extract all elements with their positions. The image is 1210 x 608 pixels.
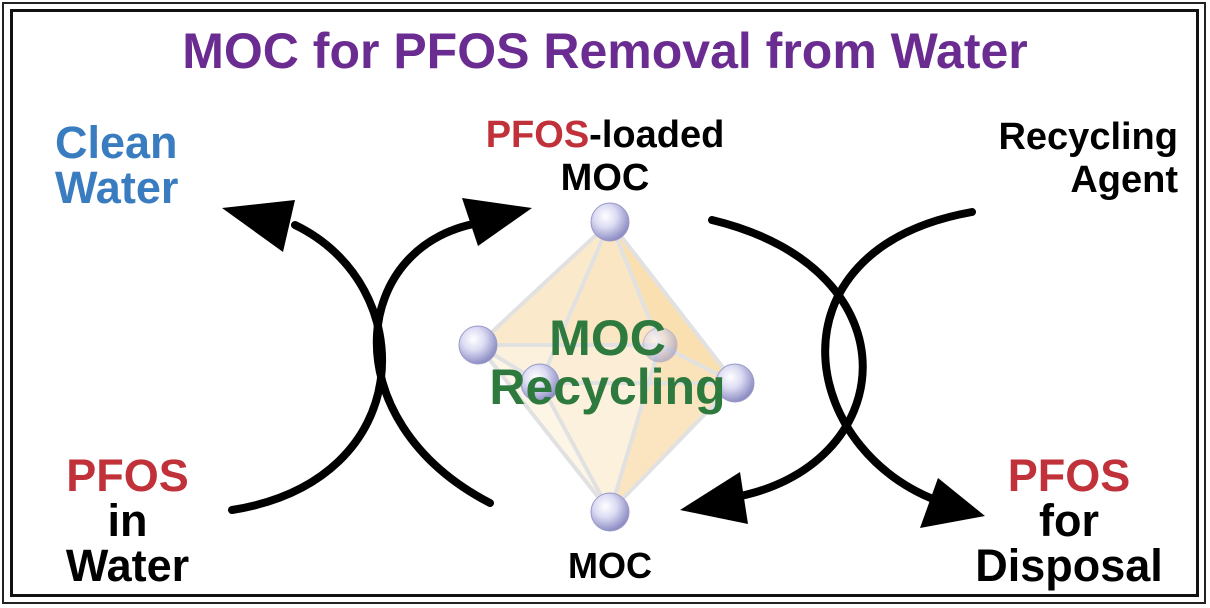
pfos-loaded-pfos: PFOS bbox=[485, 114, 590, 156]
metal-node-sphere bbox=[520, 363, 560, 403]
metal-node-sphere bbox=[590, 202, 630, 242]
pfos-loaded-moc-label: PFOS-loaded MOC bbox=[455, 114, 755, 199]
title-text: MOC for PFOS Removal from Water bbox=[182, 23, 1028, 79]
metal-node-sphere bbox=[458, 325, 498, 365]
pfos-loaded-suffix: -loaded bbox=[589, 114, 725, 156]
octahedron-face bbox=[478, 222, 610, 383]
arrow-head bbox=[462, 198, 532, 246]
octahedron-cage bbox=[476, 220, 737, 514]
moc-recycling-label: MOC Recycling bbox=[455, 310, 760, 415]
moc-bottom-text: MOC bbox=[568, 545, 652, 586]
octahedron-face bbox=[478, 222, 660, 345]
octahedron-face bbox=[540, 383, 735, 512]
disposal-line2: for bbox=[1039, 495, 1099, 546]
arrow-to-moc bbox=[708, 216, 867, 502]
arrow-head bbox=[920, 478, 985, 528]
pfos-in-water-line3: Water bbox=[65, 540, 190, 591]
pfos-loaded-line1: PFOS-loaded bbox=[455, 114, 755, 157]
pfos-in-water-label: PFOS in Water bbox=[40, 453, 215, 588]
metal-node-sphere bbox=[715, 363, 755, 403]
cycle-arrows bbox=[228, 208, 976, 514]
octahedron-face bbox=[610, 345, 735, 512]
arrow-head bbox=[222, 200, 295, 252]
moc-recycling-line1: MOC bbox=[549, 310, 666, 366]
arrow-heads bbox=[222, 198, 985, 528]
clean-water-line2: Water bbox=[55, 162, 179, 213]
arrow-to-disposal bbox=[821, 208, 976, 509]
pfos-in-water-line1: PFOS bbox=[66, 450, 189, 501]
metal-nodes bbox=[458, 202, 755, 532]
arrow-head bbox=[680, 472, 748, 524]
pfos-in-water-line2: in bbox=[107, 495, 148, 546]
arrow-to-loaded-moc bbox=[372, 218, 494, 507]
moc-bottom-label: MOC bbox=[530, 548, 690, 584]
metal-node-sphere bbox=[590, 492, 630, 532]
moc-recycling-line2: Recycling bbox=[489, 359, 726, 415]
disposal-line1: PFOS bbox=[1007, 450, 1131, 501]
diagram-title: MOC for PFOS Removal from Water bbox=[0, 26, 1210, 76]
octahedron-edges bbox=[476, 220, 737, 514]
octahedron-face bbox=[540, 222, 735, 383]
arrow-to-clean-water bbox=[228, 221, 386, 514]
clean-water-label: Clean Water bbox=[55, 120, 178, 210]
inner-frame bbox=[10, 9, 1199, 597]
recycling-agent-label: Recycling Agent bbox=[940, 116, 1178, 201]
metal-node-sphere bbox=[642, 327, 678, 363]
pfos-loaded-line2: MOC bbox=[560, 156, 650, 199]
recycling-agent-line2: Agent bbox=[1070, 158, 1178, 201]
recycling-agent-line1: Recycling bbox=[998, 116, 1178, 158]
pfos-for-disposal-label: PFOS for Disposal bbox=[958, 453, 1180, 588]
disposal-line3: Disposal bbox=[975, 540, 1163, 591]
clean-water-line1: Clean bbox=[55, 117, 178, 168]
